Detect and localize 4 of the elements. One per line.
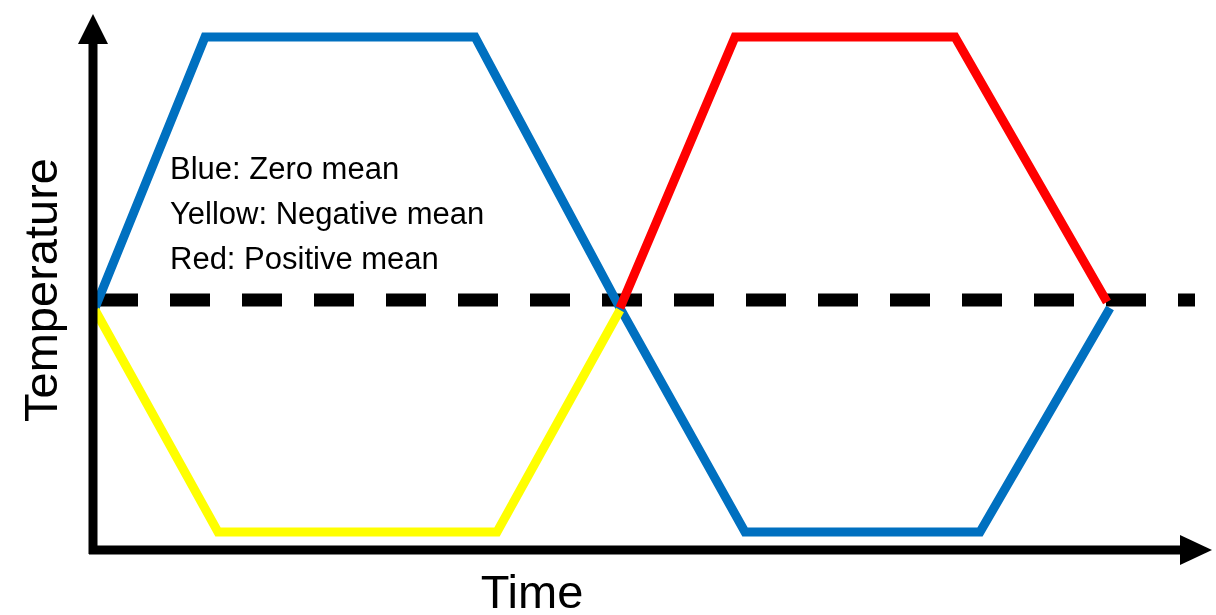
legend-text: Red: Positive mean xyxy=(170,243,439,274)
legend-text: Blue: Zero mean xyxy=(170,153,400,184)
x-axis-title: Time xyxy=(480,568,584,615)
legend-text: Yellow: Negative mean xyxy=(170,198,485,229)
